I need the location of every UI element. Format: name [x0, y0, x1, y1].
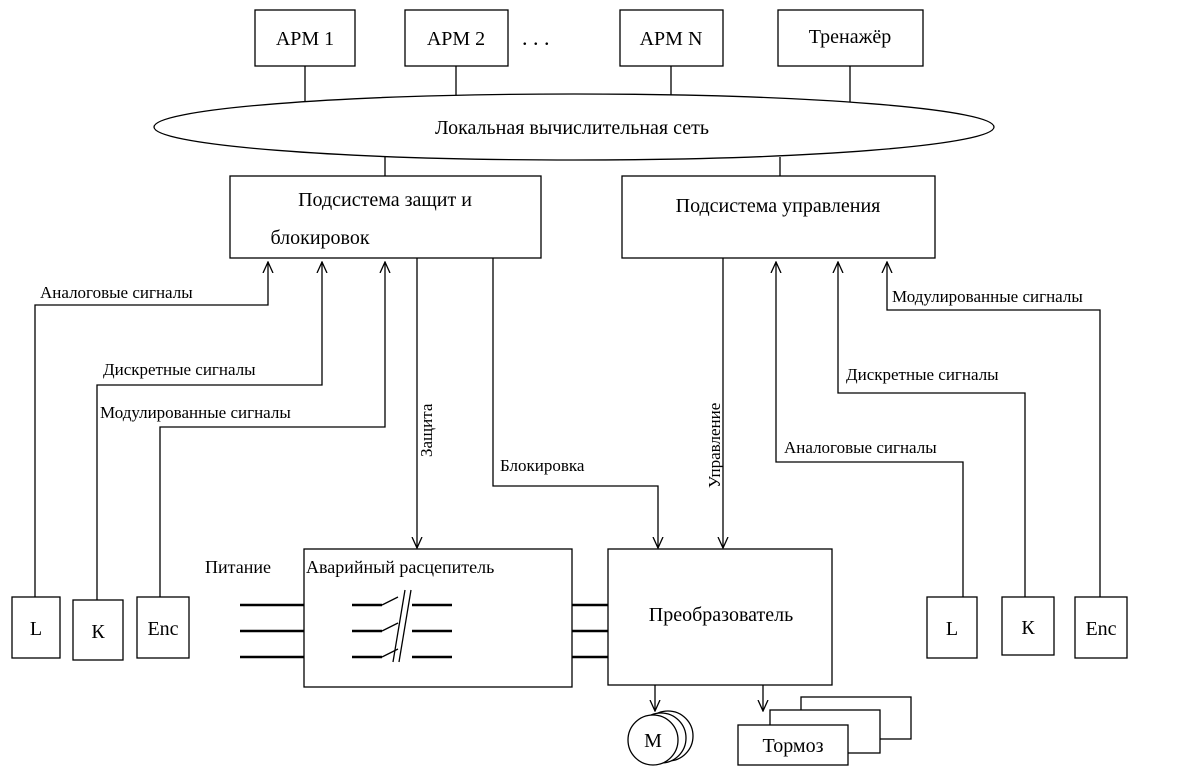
emergency-breaker-label: Аварийный расцепитель	[306, 557, 494, 577]
sensor-right-enc-label: Enc	[1085, 618, 1116, 640]
sensor-right-l: L	[926, 596, 978, 659]
control-line-label: Управление	[705, 403, 724, 488]
power-input-lines	[240, 603, 304, 659]
signal-label-right-analog: Аналоговые сигналы	[784, 438, 937, 457]
signal-line-left-analog	[34, 262, 268, 597]
signal-label-left-discrete: Дискретные сигналы	[103, 360, 256, 379]
sensor-left-k-label: К	[91, 621, 105, 643]
local-network: Локальная вычислительная сеть	[153, 93, 995, 161]
sensor-left-l: L	[11, 596, 61, 659]
sensor-left-l-label: L	[30, 618, 42, 640]
motor: M	[627, 710, 694, 766]
signal-label-left-modulated: Модулированные сигналы	[100, 403, 291, 422]
control-subsystem: Подсистема управления	[621, 175, 936, 259]
control-subsystem-label: Подсистема управления	[676, 195, 881, 217]
workstation-arm1-label: АРМ 1	[276, 28, 334, 50]
converter-input-lines	[572, 603, 608, 659]
power-label: Питание	[205, 557, 271, 577]
brake-label: Тормоз	[763, 735, 824, 757]
signal-line-right-analog	[776, 262, 964, 597]
sensor-right-k: К	[1001, 596, 1055, 656]
sensor-right-l-label: L	[946, 618, 958, 640]
workstation-arm2-label: АРМ 2	[427, 28, 485, 50]
breaker-contacts-symbol	[352, 589, 452, 663]
blocking-line-label: Блокировка	[500, 456, 585, 475]
signal-line-left-modulated	[159, 262, 385, 597]
signal-line-left-discrete	[96, 262, 322, 600]
workstation-arm2: АРМ 2	[404, 9, 509, 67]
signal-label-left-analog: Аналоговые сигналы	[40, 283, 193, 302]
protection-subsystem-line2: блокировок	[270, 227, 369, 249]
converter: Преобразователь	[607, 548, 833, 686]
sensor-left-k: К	[72, 599, 124, 661]
brake: Тормоз	[737, 696, 912, 766]
sensor-left-enc-label: Enc	[147, 618, 178, 640]
workstation-arm1: АРМ 1	[254, 9, 356, 67]
local-network-label: Локальная вычислительная сеть	[435, 117, 709, 139]
emergency-breaker: Аварийный расцепитель	[303, 548, 573, 688]
sensor-right-enc: Enc	[1074, 596, 1128, 659]
signal-label-right-modulated: Модулированные сигналы	[892, 287, 1083, 306]
signal-label-right-discrete: Дискретные сигналы	[846, 365, 999, 384]
protection-line-label: Защита	[417, 403, 436, 457]
converter-label: Преобразователь	[649, 604, 793, 626]
workstation-trainer-label: Тренажёр	[809, 26, 892, 48]
motor-label: M	[644, 730, 662, 752]
signal-line-right-modulated	[887, 262, 1101, 597]
protection-subsystem: Подсистема защит и блокировок	[229, 175, 542, 259]
sensor-left-enc: Enc	[136, 596, 190, 659]
workstation-trainer: Тренажёр	[777, 9, 924, 67]
blocking-line	[492, 258, 658, 548]
workstation-armN-label: АРМ N	[640, 28, 703, 50]
sensor-right-k-label: К	[1021, 617, 1035, 639]
protection-subsystem-line1: Подсистема защит и	[298, 189, 472, 211]
signal-line-right-discrete	[838, 262, 1026, 597]
ellipsis-dots: . . .	[522, 25, 550, 50]
workstation-armN: АРМ N	[619, 9, 724, 67]
